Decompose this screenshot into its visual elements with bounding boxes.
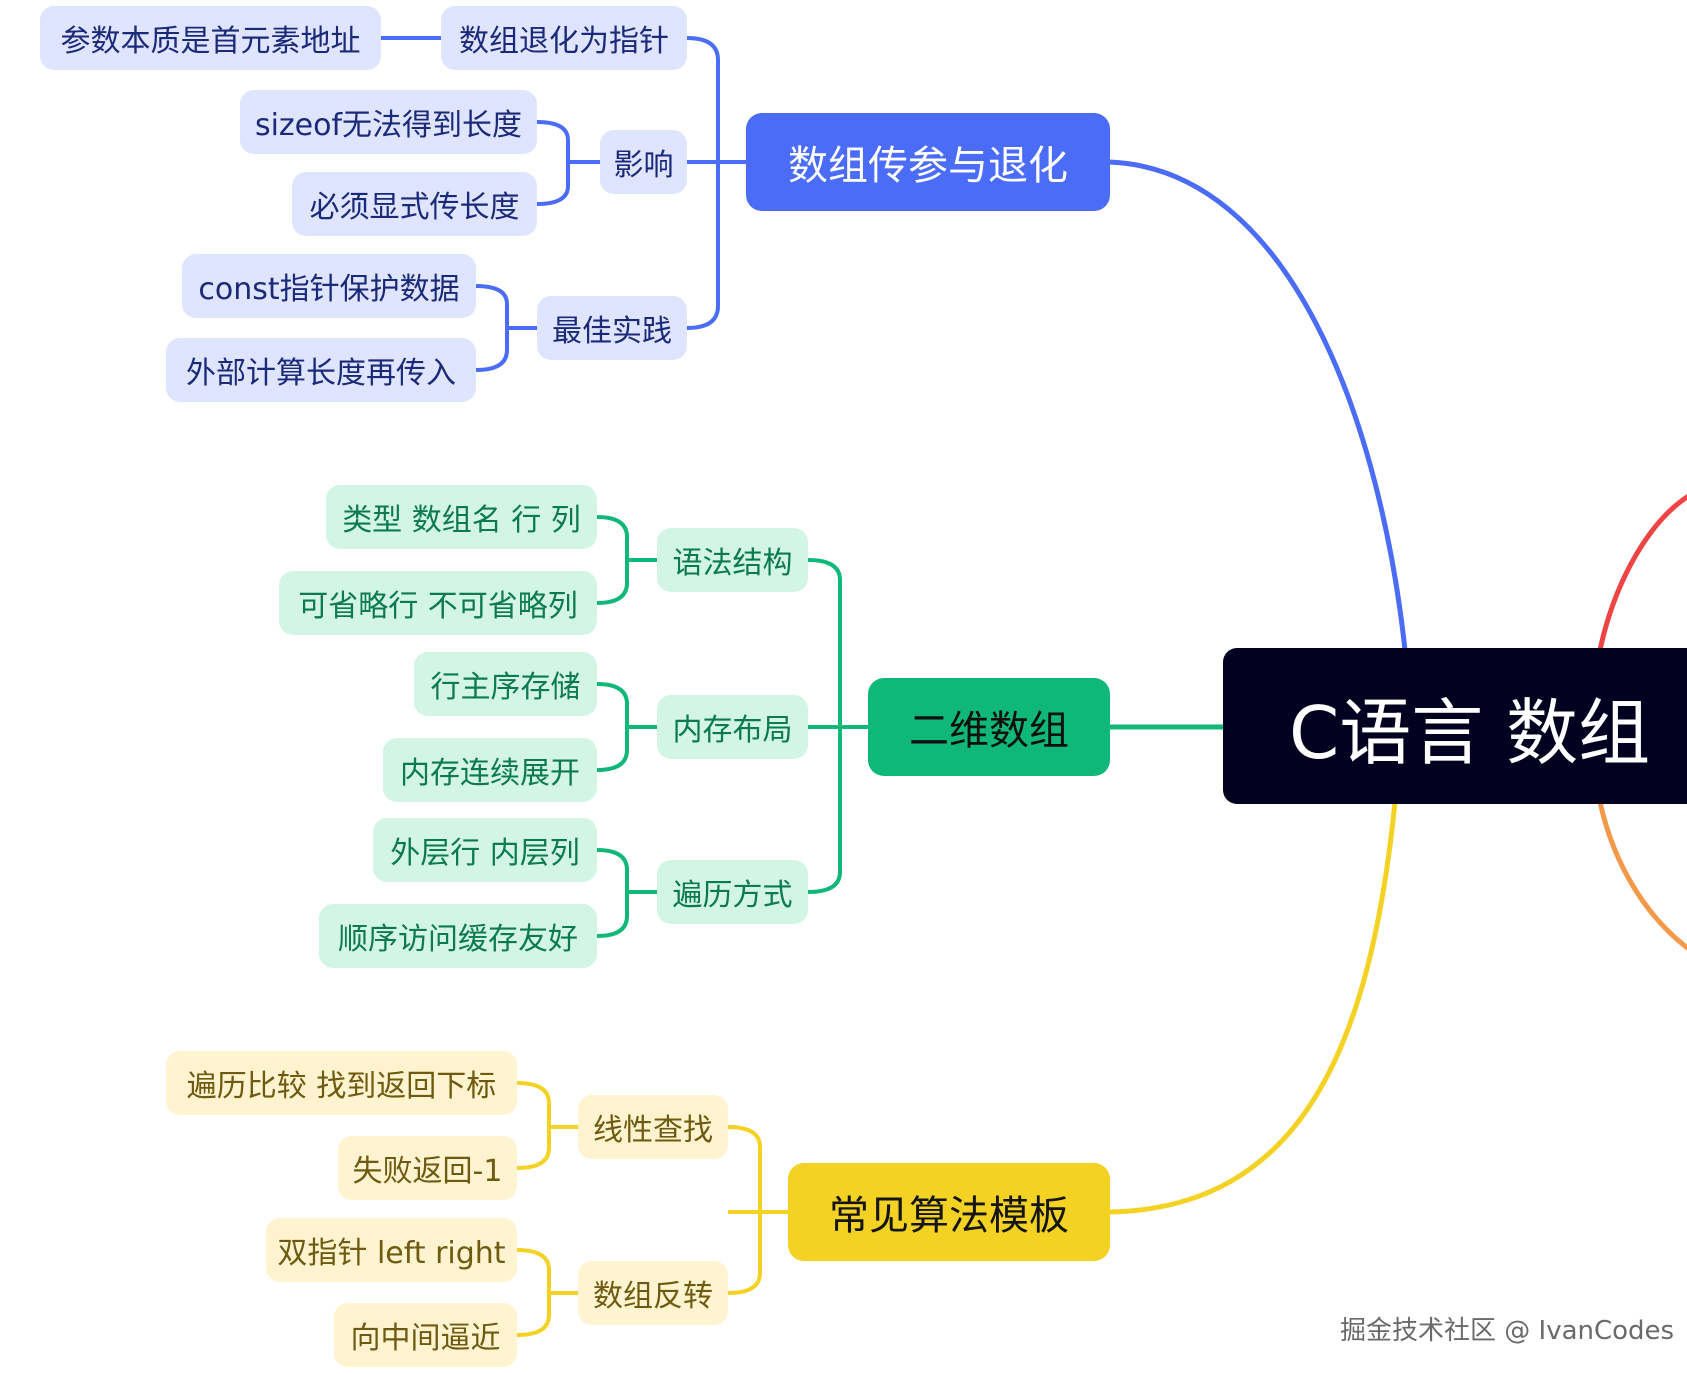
leaf-label: 遍历比较 找到返回下标 [186,1069,497,1104]
leaf-node[interactable]: 可省略行 不可省略列 [279,571,597,635]
branch-label: 常见算法模板 [829,1193,1069,1239]
sub-label: 数组反转 [593,1279,713,1314]
leaf-label: 可省略行 不可省略列 [298,589,578,624]
leaf-node[interactable]: 行主序存储 [414,652,597,716]
root-node[interactable]: C语言 数组 [1223,648,1687,804]
leaf-node[interactable]: 外部计算长度再传入 [166,338,476,402]
leaf-node[interactable]: 失败返回-1 [338,1136,517,1200]
branch-label: 二维数组 [909,708,1069,754]
connector-root-branch-3 [1109,801,1398,1215]
sub-node[interactable]: 语法结构 [657,528,808,592]
connectors-branch-3 [516,1081,788,1337]
sub-label: 内存布局 [672,713,793,748]
sub-node[interactable]: 影响 [600,130,687,194]
leaf-label: 失败返回-1 [352,1154,503,1189]
branch-node-1[interactable]: 数组传参与退化 [746,113,1110,211]
leaf-node[interactable]: 双指针 left right [266,1218,517,1282]
connector-offscreen-branch-a [1597,494,1687,651]
leaf-label: 顺序访问缓存友好 [338,922,578,957]
leaf-label: 必须显式传长度 [309,190,520,225]
leaf-node[interactable]: const指针保护数据 [182,254,476,318]
leaf-node[interactable]: 向中间逼近 [334,1303,517,1367]
leaf-node[interactable]: 外层行 内层列 [373,818,597,882]
connector-offscreen-branch-b [1597,801,1687,951]
sub-label: 语法结构 [672,546,793,581]
leaf-label: 向中间逼近 [350,1321,501,1356]
connectors-branch-2 [596,515,868,938]
sub-label: 遍历方式 [672,878,793,913]
sub-node[interactable]: 数组反转 [578,1261,728,1325]
leaf-node[interactable]: 遍历比较 找到返回下标 [166,1051,517,1115]
leaf-node[interactable]: 参数本质是首元素地址 [40,6,381,70]
sub-node[interactable]: 数组退化为指针 [441,6,687,70]
leaf-node[interactable]: 顺序访问缓存友好 [319,904,597,968]
branch-node-2[interactable]: 二维数组 [868,678,1110,776]
sub-label: 线性查找 [593,1113,713,1148]
leaf-label: 外部计算长度再传入 [186,356,456,391]
leaf-label: sizeof无法得到长度 [254,108,523,143]
root-label: C语言 数组 [1289,690,1651,775]
leaf-label: const指针保护数据 [198,272,460,307]
leaf-label: 内存连续展开 [400,756,580,791]
leaf-label: 双指针 left right [277,1236,506,1271]
sub-label: 数组退化为指针 [459,24,669,59]
leaf-label: 行主序存储 [430,670,581,705]
sub-node[interactable]: 内存布局 [657,695,808,759]
leaf-node[interactable]: sizeof无法得到长度 [240,90,537,154]
leaf-label: 类型 数组名 行 列 [342,503,581,538]
leaf-label: 外层行 内层列 [390,836,580,871]
sub-label: 影响 [613,148,674,183]
branch-label: 数组传参与退化 [788,143,1068,189]
leaf-node[interactable]: 必须显式传长度 [292,172,537,236]
leaf-node[interactable]: 内存连续展开 [383,738,597,802]
connector-root-branch-1 [1109,159,1408,651]
watermark: 掘金技术社区 @ IvanCodes [1340,1316,1675,1346]
leaf-label: 参数本质是首元素地址 [60,24,361,59]
sub-node[interactable]: 线性查找 [578,1095,728,1159]
sub-node[interactable]: 最佳实践 [537,296,687,360]
leaf-node[interactable]: 类型 数组名 行 列 [326,485,597,549]
sub-label: 最佳实践 [552,314,672,349]
connectors-branch-1 [381,36,746,372]
sub-node[interactable]: 遍历方式 [657,860,808,924]
branch-node-3[interactable]: 常见算法模板 [788,1163,1110,1261]
